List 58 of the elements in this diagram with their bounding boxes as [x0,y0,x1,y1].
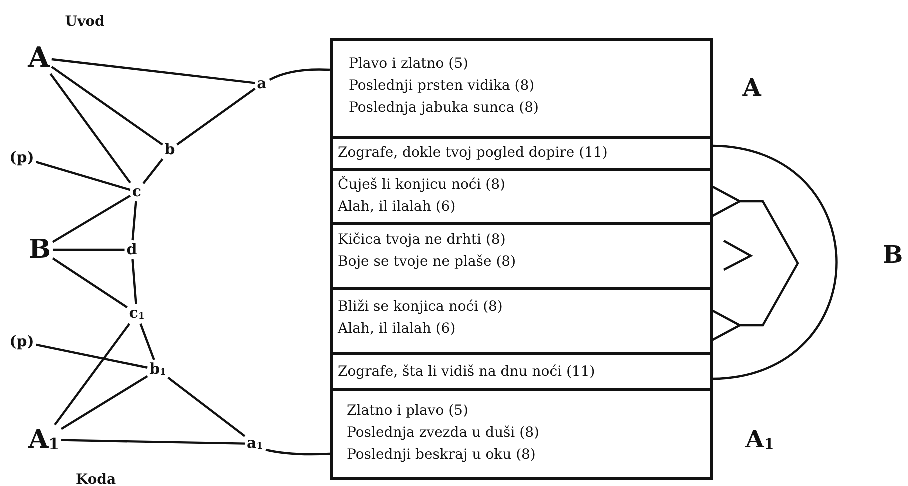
stanza-box [330,168,713,225]
section-letter: A [28,44,50,72]
verse-line: Poslednja jabuka sunca (8) [349,99,540,118]
stanza-box [330,287,713,355]
section-letter: B [882,243,904,267]
section-label: Koda [76,473,116,486]
verse-line: Zografe, dokle tvoj pogled dopire (11) [338,144,609,163]
stanza-box [330,388,713,480]
section-letter: A [742,76,762,100]
connector-line [142,158,164,184]
verse-line: Poslednja zvezda u duši (8) [347,424,540,443]
verse-line: Poslednji prsten vidika (8) [349,77,536,96]
section-letter: (p) [10,150,34,166]
connector-line [176,88,256,146]
section-letter: B [29,237,51,263]
section-letter: A$_{1}$ [746,428,774,452]
verse-line: Alah, il ilalah (6) [338,320,457,339]
connector-line [132,201,138,241]
connector-line [52,258,128,309]
stanza-box [330,352,713,391]
section-letter: a [257,76,267,92]
connector-line [132,259,138,304]
bracket-line [712,186,800,342]
connector-line [266,448,330,456]
verse-line: Poslednji beskraj u oku (8) [347,446,537,465]
connector-line [62,439,246,445]
stanza-box [330,136,713,171]
connector-line [53,248,125,252]
section-letter: c$_{1}$ [129,306,145,322]
connector-line [36,344,148,369]
stanza-box [330,222,713,290]
stanza-box [330,38,713,139]
connector-line [140,324,156,360]
arc-line [712,144,838,380]
section-letter: (p) [10,334,34,350]
verse-line: Čuješ li konjicu noći (8) [338,175,506,195]
section-letter: c [132,184,142,200]
connector-line [54,323,131,426]
section-label: Uvod [65,15,105,29]
section-letter: b$_{1}$ [150,362,166,378]
verse-line: Zlatno i plavo (5) [347,402,470,421]
connector-line [52,58,256,84]
connector-line [60,375,148,430]
section-letter: b [164,142,176,158]
verse-line: Alah, il ilalah (6) [338,198,457,217]
verse-line: Bliži se konjica noći (8) [338,298,504,317]
connector-line [168,377,246,438]
verse-line: Plavo i zlatno (5) [349,55,470,74]
connector-line [269,68,330,81]
section-letter: d [126,242,138,258]
connector-line [51,66,164,146]
verse-line: Kičica tvoja ne drhti (8) [338,231,507,250]
connector-line [52,194,131,244]
connector-line [36,161,131,192]
verse-line: Zografe, šta li vidiš na dnu noći (11) [338,363,596,382]
connector-line [50,73,132,184]
section-letter: a$_{1}$ [247,436,263,452]
verse-line: Boje se tvoje ne plaše (8) [338,253,518,272]
